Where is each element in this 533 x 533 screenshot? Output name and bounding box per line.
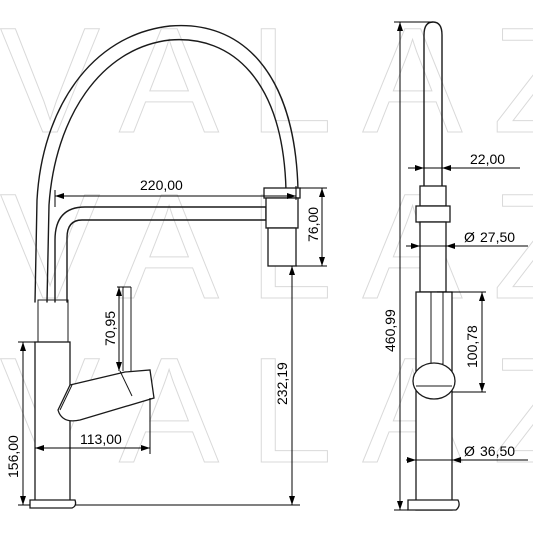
arrow-spout-reach-right	[287, 193, 296, 199]
diameter-symbol-base: Ø	[464, 443, 475, 459]
arrow-spout-reach-left	[55, 193, 64, 199]
arrow-lever-reach-left	[35, 445, 44, 451]
side-base-plate	[407, 499, 460, 511]
arrow-lever-reach-right	[141, 445, 150, 451]
arrow-clearance-top	[289, 266, 295, 275]
arrow-clearance-bottom	[289, 496, 295, 505]
label-spout-clearance: 232,19	[274, 362, 290, 405]
spray-head-body	[265, 197, 299, 229]
arrow-head-bottom	[319, 257, 325, 266]
arrow-body-bottom	[20, 496, 26, 505]
arrow-head-dia-left	[415, 165, 424, 171]
label-lever-length: 70,95	[102, 311, 118, 346]
lever-handle-detail	[59, 370, 133, 411]
lever-handle	[57, 369, 155, 422]
side-lever-knob	[412, 362, 456, 400]
faucet-body	[34, 341, 71, 508]
label-total-height: 460,99	[382, 309, 398, 352]
arrow-head-top	[319, 188, 325, 197]
front-view	[29, 24, 301, 509]
arrow-side-lever-bottom	[479, 383, 485, 392]
label-hose-guide-diameter: 27,50	[480, 229, 515, 245]
arrow-lever-bottom	[116, 362, 122, 371]
arrow-head-dia-right	[442, 165, 451, 171]
hose-arc-outer	[34, 24, 299, 303]
arrow-side-lever-top	[479, 292, 485, 301]
label-head-diameter: 22,00	[470, 151, 505, 167]
label-base-diameter: 36,50	[480, 443, 515, 459]
side-hose-guide	[419, 221, 447, 293]
label-lever-reach: 113,00	[80, 431, 122, 447]
side-body	[415, 291, 453, 511]
arrow-total-top	[397, 22, 403, 31]
side-head-ring	[415, 205, 451, 223]
arrow-body-top	[20, 342, 26, 351]
label-spout-reach: 220,00	[140, 177, 183, 193]
arrow-base-dia-right	[452, 457, 461, 463]
arrow-base-dia-left	[407, 457, 416, 463]
base-plate	[29, 499, 77, 509]
label-body-height: 156,00	[5, 435, 21, 478]
side-dimensions: 460,99 22,00 Ø 27,50 100,78 Ø 36,50	[382, 21, 528, 511]
arrow-lever-top	[116, 287, 122, 296]
diameter-symbol-guide: Ø	[464, 229, 475, 245]
body-neck	[37, 299, 69, 343]
arrow-total-bottom	[397, 501, 403, 510]
front-dimensions: 220,00 76,00 70,95 232,19 113,00 156,00	[5, 177, 327, 506]
arrow-guide-dia-left	[411, 243, 420, 249]
watermark-row-1: VALAZ	[0, 0, 533, 164]
label-side-lever-height: 100,78	[464, 325, 480, 368]
label-spray-head-height: 76,00	[305, 207, 321, 242]
spray-head-nozzle	[267, 227, 297, 267]
arrow-guide-dia-right	[446, 243, 455, 249]
hose-arc-inner	[46, 38, 287, 303]
side-head-collar	[419, 185, 447, 207]
